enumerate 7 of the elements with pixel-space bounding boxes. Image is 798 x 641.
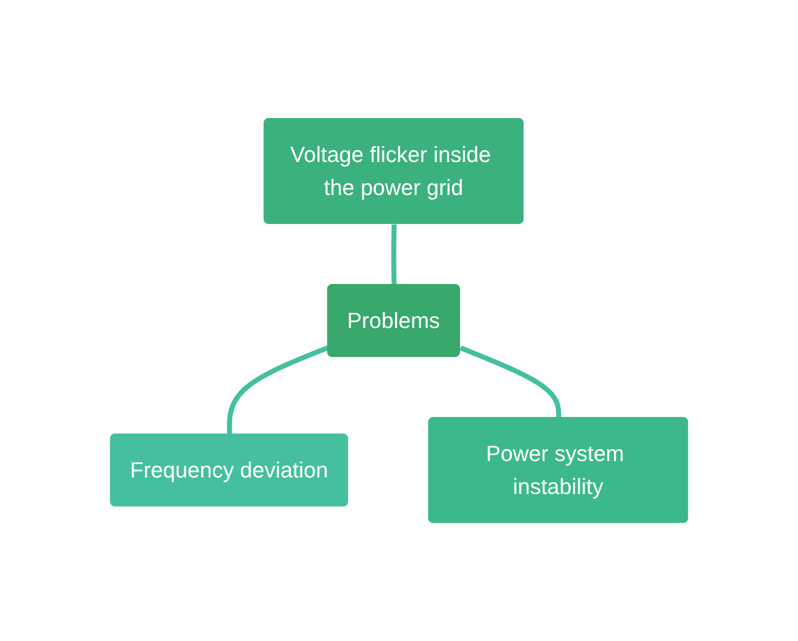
node-box: Voltage flicker inside the power grid: [264, 118, 524, 224]
connector: [460, 346, 562, 418]
connector: [391, 224, 397, 285]
node-box: Power system instability: [428, 417, 688, 523]
node-box: Frequency deviation: [110, 434, 348, 506]
connector: [226, 346, 328, 434]
node-box: Problems: [327, 284, 460, 357]
